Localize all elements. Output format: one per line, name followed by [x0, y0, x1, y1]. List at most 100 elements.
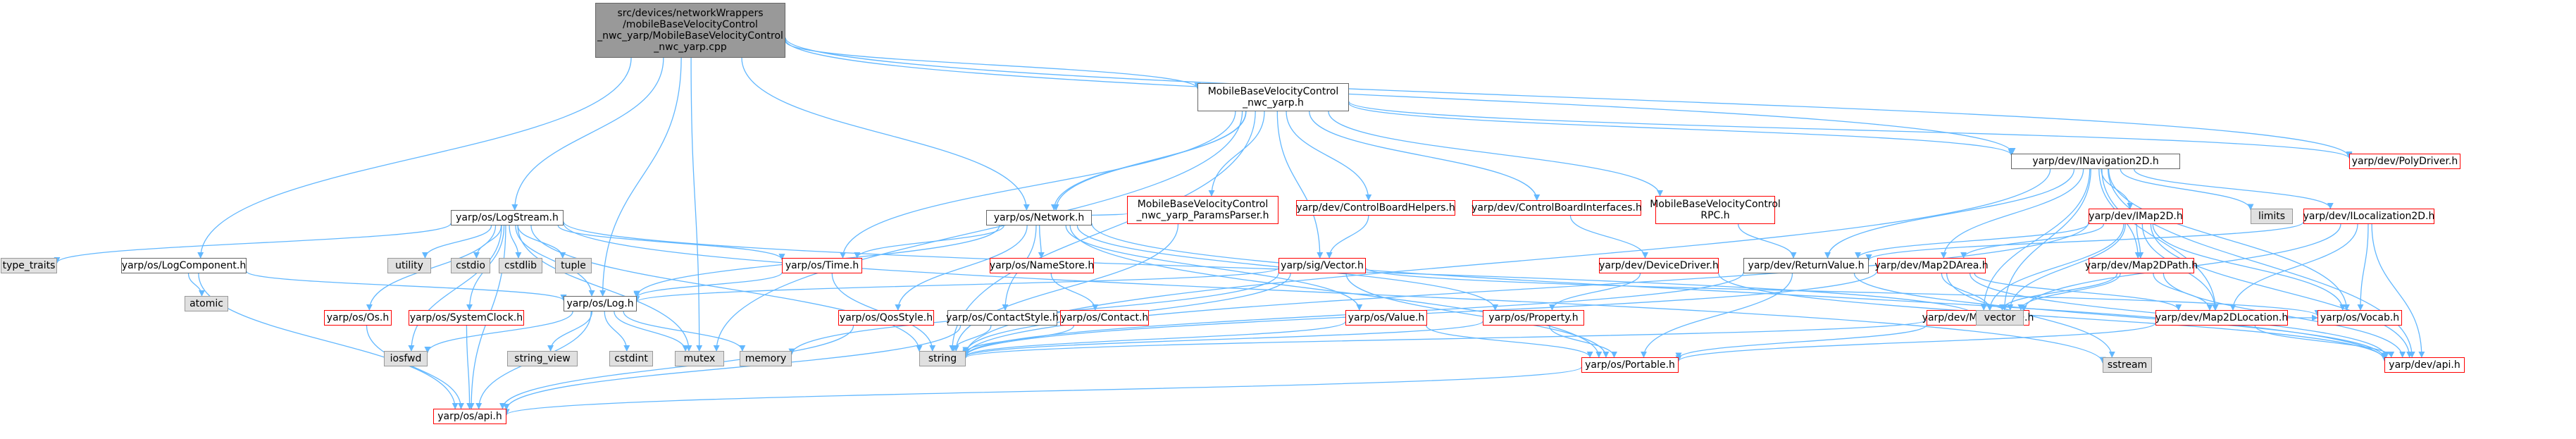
edge-sysclock-to-osapi — [466, 325, 473, 409]
edge-paramsparser-to-string — [952, 223, 1179, 352]
node-namestore[interactable]: yarp/os/NameStore.h — [990, 258, 1094, 273]
edge-qosstyle-to-osapi — [499, 325, 854, 409]
node-cstdlib[interactable]: cstdlib — [499, 258, 542, 273]
edge-imap2d-to-vector — [2007, 223, 2126, 311]
edge-sigvector-to-log — [633, 267, 1279, 303]
edge-root-to-cmath — [741, 57, 1030, 211]
edge-log-to-memory — [623, 311, 746, 352]
node-contact[interactable]: yarp/os/Contact.h — [1060, 310, 1149, 326]
node-map2dlocation[interactable]: yarp/dev/Map2DLocation.h — [2155, 310, 2288, 326]
node-iosfwd[interactable]: iosfwd — [384, 351, 428, 366]
node-osapi[interactable]: yarp/os/api.h — [433, 409, 506, 424]
node-sstream[interactable]: sstream — [2103, 357, 2152, 373]
edge-log-to-cstdint — [604, 311, 630, 352]
edge-imap2d-to-map2darea — [1960, 223, 2105, 259]
node-mutex[interactable]: mutex — [675, 351, 724, 366]
node-type_traits[interactable]: type_traits — [1, 258, 57, 273]
edge-mapgrid2d-to-string — [962, 319, 1927, 359]
node-inav[interactable]: yarp/dev/INavigation2D.h — [2011, 154, 2180, 169]
edge-sigvector-to-vocab — [1365, 267, 2321, 316]
edge-imap2d-to-mapgrid2d — [1986, 223, 2124, 311]
edge-imap2d-to-map2dpath — [2136, 223, 2144, 259]
node-memory[interactable]: memory — [740, 351, 792, 366]
edge-imap2d-to-devapi — [2150, 223, 2413, 358]
edge-map2dlocation-to-devapi — [2254, 325, 2395, 358]
node-paramsparser[interactable]: MobileBaseVelocityControl _nwc_yarp_Para… — [1127, 196, 1278, 224]
edge-map2darea-to-sstream — [1946, 273, 2115, 358]
edge-logstream-to-string — [530, 225, 923, 352]
edge-hdr-to-cbhelpers — [1286, 111, 1372, 201]
edge-inav-to-ilocalization — [2134, 168, 2334, 209]
edge-map2dpath-to-vector — [2017, 273, 2121, 311]
node-property[interactable]: yarp/os/Property.h — [1483, 310, 1584, 326]
node-vector[interactable]: vector — [1976, 310, 2024, 326]
node-devapi[interactable]: yarp/dev/api.h — [2384, 357, 2465, 373]
edge-contactstyle-to-string — [950, 325, 992, 352]
edge-map2darea-to-vector — [1941, 273, 1993, 311]
node-utility[interactable]: utility — [387, 258, 431, 273]
node-cstdint[interactable]: cstdint — [609, 351, 653, 366]
node-logstream[interactable]: yarp/os/LogStream.h — [451, 210, 564, 225]
node-time[interactable]: yarp/os/Time.h — [782, 258, 862, 273]
edge-root-to-mutex — [690, 57, 703, 352]
edge-hdr-to-paramsparser — [1208, 111, 1265, 197]
node-root: src/devices/networkWrappers /mobileBaseV… — [595, 3, 785, 58]
node-returnvalue[interactable]: yarp/dev/ReturnValue.h — [1743, 258, 1869, 273]
node-devicedriver[interactable]: yarp/dev/DeviceDriver.h — [1599, 258, 1719, 273]
node-cbinterfaces[interactable]: yarp/dev/ControlBoardInterfaces.h — [1471, 200, 1642, 216]
edge-inav-to-map2dlocation — [2101, 168, 2219, 311]
edge-ilocalization-to-returnvalue — [1865, 221, 2304, 261]
edge-returnvalue-to-devapi — [1853, 273, 2388, 359]
edge-inav-to-vocab — [2108, 168, 2350, 311]
node-imap2d[interactable]: yarp/dev/IMap2D.h — [2089, 209, 2183, 224]
node-logcomp[interactable]: yarp/os/LogComponent.h — [121, 258, 247, 273]
edge-cbhelpers-to-sigvector — [1326, 215, 1369, 259]
edge-map2darea-to-map2dlocation — [1974, 273, 2182, 311]
edge-hdr-to-cmath — [1052, 111, 1247, 211]
edge-hdr-to-string — [949, 111, 1256, 352]
node-map2dpath[interactable]: yarp/dev/Map2DPath.h — [2085, 258, 2198, 273]
node-vocab[interactable]: yarp/os/Vocab.h — [2317, 310, 2402, 326]
edge-log-to-string_view — [547, 311, 593, 352]
edge-mapgrid2d-to-portable — [1675, 324, 1927, 359]
node-string[interactable]: string — [919, 351, 966, 366]
node-qosstyle[interactable]: yarp/os/QosStyle.h — [838, 310, 934, 326]
node-cstdio[interactable]: cstdio — [451, 258, 490, 273]
edge-hdr-to-sigvector — [1276, 111, 1324, 259]
edge-root-to-logstream — [511, 57, 664, 211]
edge-hdr-to-inav — [1348, 102, 2015, 156]
node-limits[interactable]: limits — [2251, 209, 2293, 224]
edge-contactstyle-to-osapi — [503, 325, 962, 411]
node-contactstyle[interactable]: yarp/os/ContactStyle.h — [946, 310, 1059, 326]
node-tuple[interactable]: tuple — [555, 258, 592, 273]
node-os[interactable]: yarp/os/Os.h — [324, 310, 392, 326]
node-polydriver[interactable]: yarp/dev/PolyDriver.h — [2349, 154, 2460, 169]
node-rpc[interactable]: MobileBaseVelocityControl RPC.h — [1650, 196, 1781, 224]
node-atomic[interactable]: atomic — [185, 296, 228, 311]
edge-hdr-to-rpc — [1328, 111, 1664, 197]
node-log[interactable]: yarp/os/Log.h — [564, 296, 637, 311]
edge-layer — [54, 37, 2425, 416]
node-map2darea[interactable]: yarp/dev/Map2DArea.h — [1874, 258, 1989, 273]
node-portable[interactable]: yarp/os/Portable.h — [1581, 357, 1679, 373]
edge-logstream-to-tuple — [517, 225, 566, 259]
edge-imap2d-to-vocab — [2152, 223, 2346, 311]
edge-network-to-qosstyle — [895, 225, 1028, 311]
node-ilocalization[interactable]: yarp/dev/ILocalization2D.h — [2303, 209, 2434, 224]
edge-network-to-portable — [1069, 225, 1603, 358]
edge-inav-to-returnvalue — [1824, 168, 2075, 259]
edge-cbinterfaces-to-devicedriver — [1569, 215, 1649, 259]
node-value[interactable]: yarp/os/Value.h — [1345, 310, 1427, 326]
node-hdr[interactable]: MobileBaseVelocityControl _nwc_yarp.h — [1197, 83, 1349, 111]
edge-property-to-portable — [1548, 325, 1618, 358]
edge-devicedriver-to-property — [1548, 273, 1641, 311]
edge-hdr-to-cbinterfaces — [1309, 111, 1541, 201]
node-network[interactable]: yarp/os/Network.h — [986, 210, 1092, 225]
node-string_view[interactable]: string_view — [507, 351, 578, 366]
node-sysclock[interactable]: yarp/os/SystemClock.h — [409, 310, 524, 326]
node-sigvector[interactable]: yarp/sig/Vector.h — [1278, 258, 1366, 273]
edge-imap2d-to-returnvalue — [1855, 223, 2089, 259]
node-cbhelpers[interactable]: yarp/dev/ControlBoardHelpers.h — [1296, 200, 1455, 216]
edge-ilocalization-to-map2dlocation — [2229, 223, 2358, 311]
